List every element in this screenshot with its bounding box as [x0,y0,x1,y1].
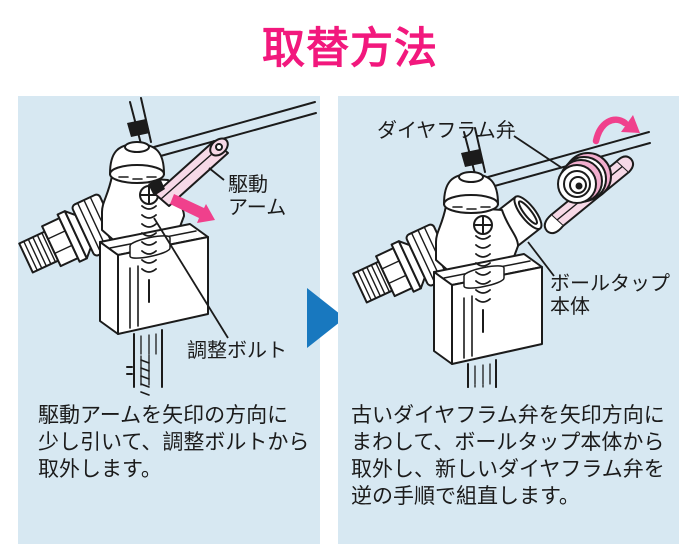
step-2-panel: ダイヤフラム弁 ボールタップ 本体 古いダイヤフラム弁を矢印方向に まわして、ボ… [338,96,679,544]
ballcock-body-label: ボールタップ 本体 [550,273,670,318]
float-valve-drawing [347,127,651,388]
rotate-direction-arrow-icon [592,115,640,145]
valve-after-illustration [347,115,651,388]
step-2-caption: 古いダイヤフラム弁を矢印方向に まわして、ボールタップ本体から 取外し、新しいダ… [351,404,665,508]
bracket-hook [543,214,564,235]
float-valve-drawing [18,97,318,396]
drive-arm-leader-line [208,167,225,181]
diaphragm-valve-label: ダイヤフラム弁 [377,120,516,142]
next-step-arrow-icon [307,288,345,348]
valve-before-illustration [18,97,318,396]
detached-diaphragm-assembly [543,152,635,235]
pull-direction-arrow-icon [170,194,215,223]
drive-arm-highlight [148,137,229,207]
diaphragm-leader-line [513,135,563,169]
adjust-bolt-leader-line [153,217,229,339]
step-1-caption: 駆動アームを矢印の方向に 少し引いて、調整ボルトから 取外します。 [38,404,310,481]
threaded-shaft [467,379,497,388]
body-leader-line [527,241,555,277]
adjust-bolt-label: 調整ボルト [187,340,287,362]
step-1-panel: 駆動 アーム 調整ボルト 駆動アームを矢印の方向に 少し引いて、調整ボルトから … [18,96,320,544]
diaphragm-disc [557,152,612,204]
page-title: 取替方法 [262,25,438,73]
drive-arm-label: 駆動 アーム [228,174,287,219]
threaded-shaft [126,353,163,396]
